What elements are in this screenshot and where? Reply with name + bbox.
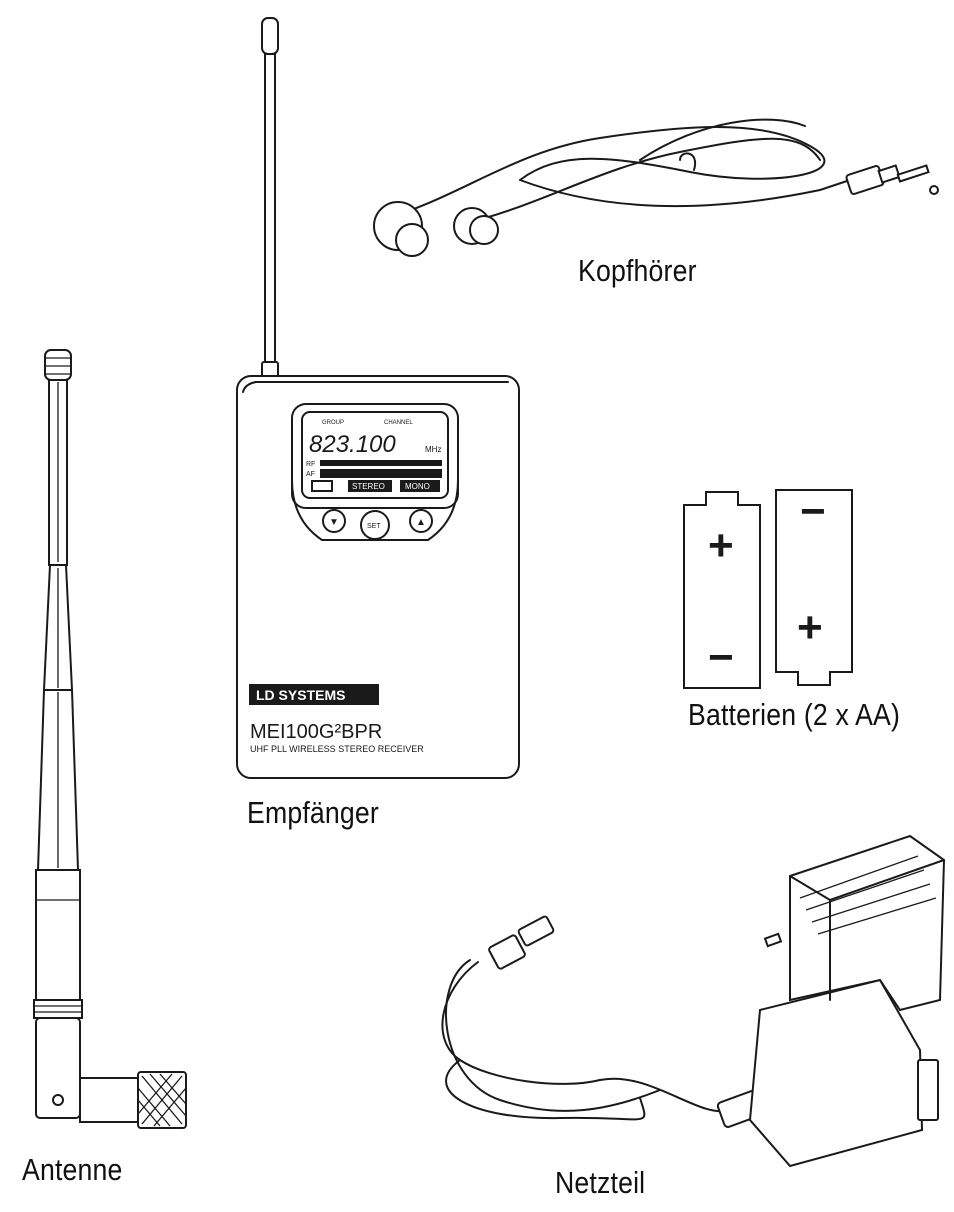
headphones-illustration xyxy=(373,118,939,257)
down-arrow-icon: ▼ xyxy=(329,517,339,528)
headphones-label: Kopfhörer xyxy=(578,253,697,288)
battery-right xyxy=(775,489,853,686)
up-arrow-icon: ▲ xyxy=(416,517,426,528)
model-subtitle: UHF PLL WIRELESS STEREO RECEIVER xyxy=(250,744,424,754)
brand-logo-box xyxy=(249,684,379,705)
battery-left-plus: + xyxy=(708,521,734,570)
down-button xyxy=(322,509,346,533)
up-button xyxy=(409,509,433,533)
lcd-rf-meter xyxy=(320,460,442,466)
lcd-mono-indicator: MONO xyxy=(405,482,430,491)
antenna-label: Antenne xyxy=(22,1152,123,1187)
lcd-stereo-indicator: STEREO xyxy=(352,482,385,491)
lcd-frequency: 823.100 xyxy=(309,431,396,458)
receiver-illustration: GROUP CHANNEL 823.100 MHz RF AF STEREO M… xyxy=(236,17,520,779)
set-button-label: SET xyxy=(367,523,381,530)
lcd-af-label: AF xyxy=(306,471,315,478)
brand-logo: LD SYSTEMS xyxy=(256,687,345,703)
batteries-illustration: + − − + xyxy=(683,487,853,689)
lcd-rf-label: RF xyxy=(306,461,315,468)
battery-left xyxy=(683,491,761,689)
set-button xyxy=(360,510,390,540)
battery-left-minus: − xyxy=(708,633,734,682)
lcd-channel-label: CHANNEL xyxy=(384,420,413,426)
batteries-label: Batterien (2 x AA) xyxy=(688,697,901,732)
power-supply-label: Netzteil xyxy=(555,1165,646,1200)
antenna-illustration xyxy=(33,349,187,1129)
lcd-battery-icon xyxy=(311,480,333,492)
battery-right-plus: + xyxy=(797,603,823,652)
lcd-unit: MHz xyxy=(425,445,441,454)
lcd-group-label: GROUP xyxy=(322,420,344,426)
power-supply-illustration xyxy=(441,834,946,1168)
model-name: MEI100G²BPR xyxy=(250,721,382,743)
battery-right-minus: − xyxy=(800,487,826,536)
receiver-label: Empfänger xyxy=(247,795,379,830)
lcd-af-meter xyxy=(320,469,442,478)
